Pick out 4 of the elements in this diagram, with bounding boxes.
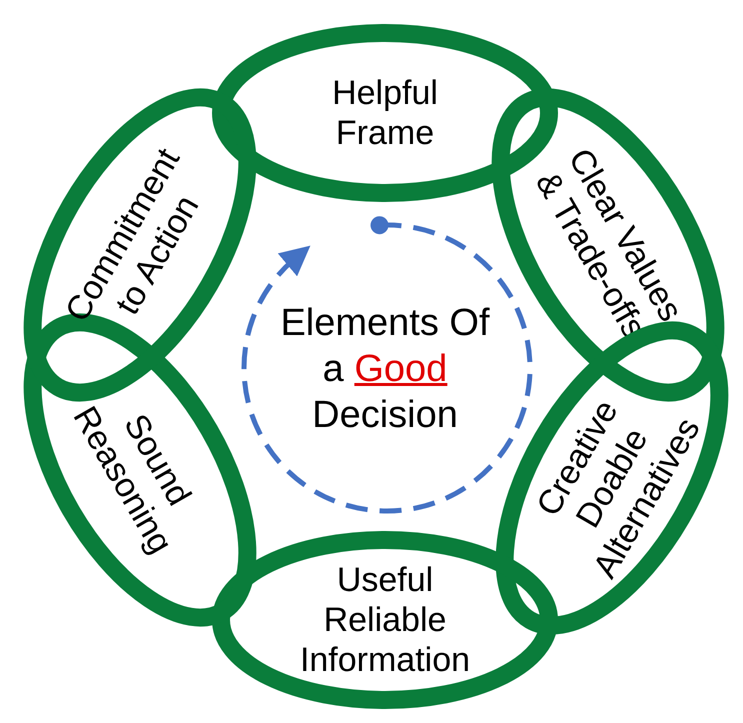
center-title: Elements Of a Good Decision xyxy=(279,301,491,438)
ring-label: Helpful Frame xyxy=(331,73,439,153)
ring-label: Useful Reliable Information xyxy=(298,560,472,680)
ring-ellipse xyxy=(210,530,560,710)
